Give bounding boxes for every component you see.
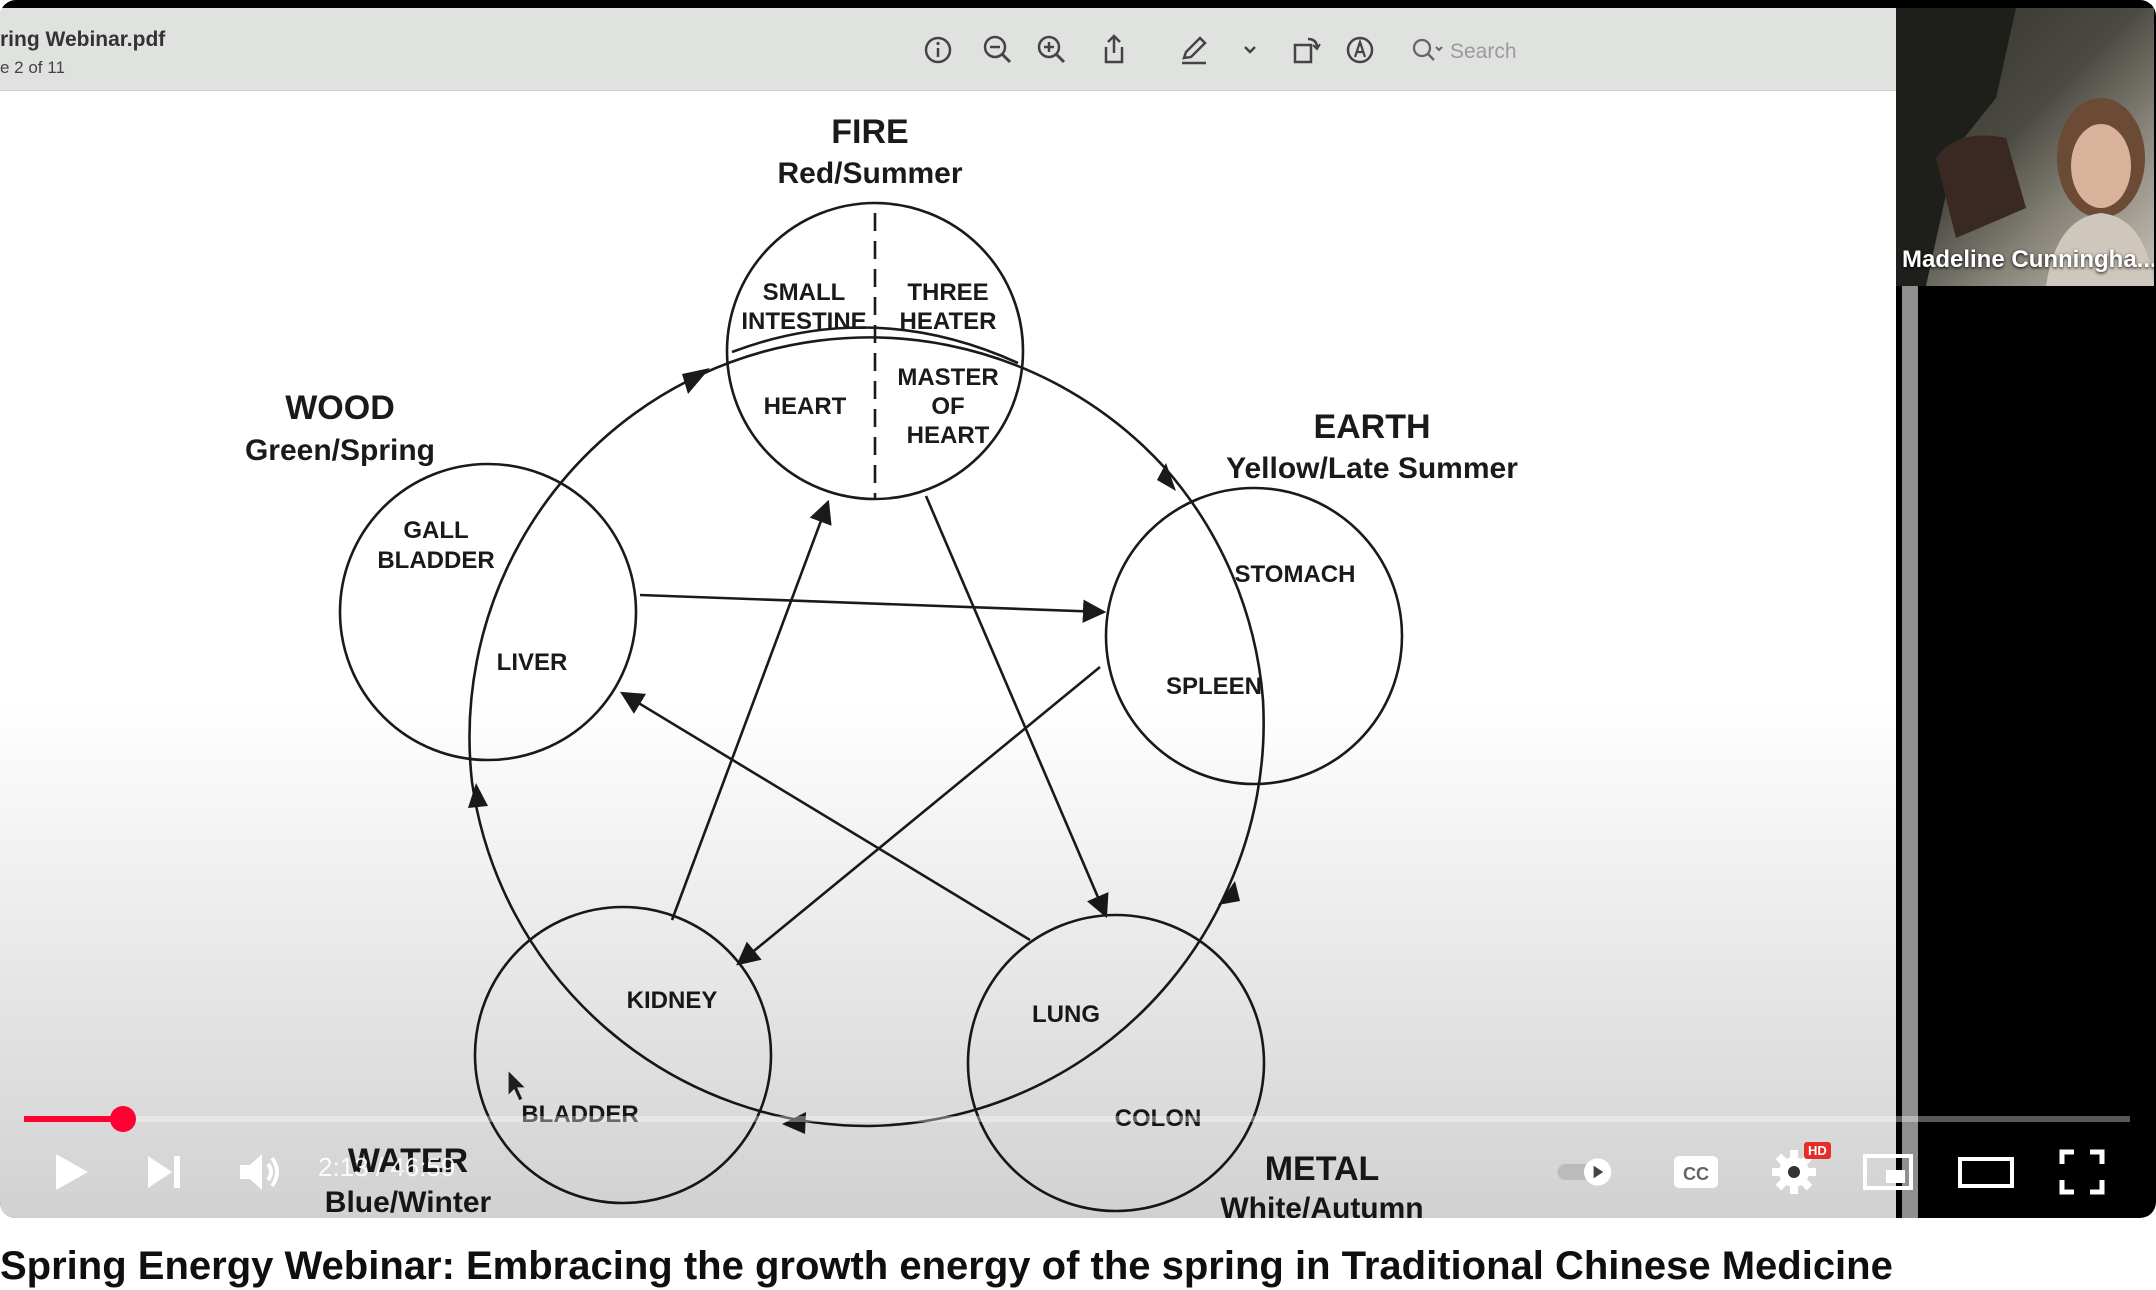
pdf-search-field[interactable]: Search (1406, 34, 1556, 68)
arrow-metal-to-wood (619, 691, 1031, 942)
organ-kidney: KIDNEY (627, 987, 718, 1014)
play-button[interactable] (38, 1140, 102, 1204)
fire-season: Red/Summer (777, 157, 962, 190)
organ-three-heater-1: THREE (907, 279, 988, 306)
slide-scrollbar[interactable] (1902, 286, 1918, 1218)
zoom-out-icon[interactable] (978, 30, 1018, 70)
play-icon (56, 1154, 88, 1190)
organ-spleen: SPLEEN (1166, 673, 1262, 700)
next-icon (148, 1156, 180, 1188)
organ-gall-bladder-2: BLADDER (377, 547, 494, 574)
captions-button[interactable]: CC (1664, 1140, 1728, 1204)
settings-button[interactable] (1762, 1140, 1826, 1204)
water-label: WATER (348, 1142, 468, 1180)
video-player[interactable]: ring Webinar.pdf e 2 of 11 (0, 0, 2156, 1218)
cycle-arrow-fire-earth (1157, 463, 1176, 491)
svg-text:CC: CC (1683, 1164, 1709, 1184)
organ-liver: LIVER (497, 649, 568, 676)
cycle-arrow-water-wood (468, 783, 488, 808)
organ-colon: COLON (1115, 1105, 1202, 1132)
volume-button[interactable] (228, 1140, 292, 1204)
organ-small-intestine-1: SMALL (763, 279, 846, 306)
organ-stomach: STOMACH (1235, 561, 1356, 588)
fullscreen-button[interactable] (2050, 1140, 2114, 1204)
chevron-down-icon[interactable] (1230, 30, 1270, 70)
fire-inner-arc (731, 326, 1019, 365)
metal-label: METAL (1265, 1150, 1380, 1188)
cycle-arrow-earth-metal (1218, 881, 1240, 905)
metal-circle (966, 913, 1266, 1213)
earth-circle (1104, 486, 1404, 786)
info-icon[interactable] (918, 30, 958, 70)
time-display: 2:13 / 46:59 (318, 1152, 456, 1182)
organ-gall-bladder-1: GALL (403, 517, 468, 544)
video-title: Spring Energy Webinar: Embracing the gro… (0, 1244, 1893, 1288)
wood-circle (338, 462, 638, 762)
pdf-toolbar: ring Webinar.pdf e 2 of 11 (0, 8, 1896, 91)
fire-label: FIRE (831, 113, 908, 151)
generating-cycle-circle (468, 336, 1265, 1128)
five-elements-diagram: FIRE Red/Summer EARTH Yellow/Late Summer… (245, 113, 1518, 1218)
arrow-fire-to-metal (924, 495, 1109, 919)
share-icon[interactable] (1094, 30, 1134, 70)
metal-season: White/Autumn (1220, 1192, 1423, 1218)
hd-badge: HD (1804, 1142, 1831, 1159)
water-season: Blue/Winter (325, 1186, 492, 1218)
participant-name: Madeline Cunningha... (1902, 246, 2154, 273)
progress-scrubber[interactable] (109, 1106, 136, 1132)
organ-lung: LUNG (1032, 1001, 1100, 1028)
participant-video (1896, 8, 2154, 286)
organ-water-bladder: BLADDER (521, 1101, 638, 1128)
fire-circle (725, 201, 1025, 501)
theater-mode-icon (1958, 1157, 2014, 1188)
arrow-wood-to-earth (639, 593, 1107, 623)
fullscreen-icon (2059, 1149, 2105, 1195)
water-circle (473, 905, 773, 1205)
markup-circle-icon[interactable] (1340, 30, 1380, 70)
arrow-earth-to-water (736, 665, 1101, 966)
pdf-document-title: ring Webinar.pdf (0, 28, 166, 51)
progress-bar-played (24, 1116, 123, 1122)
settings-icon (1772, 1150, 1816, 1194)
organ-small-intestine-2: INTESTINE (741, 308, 866, 335)
autoplay-toggle-icon (1557, 1158, 1612, 1186)
pdf-page-indicator: e 2 of 11 (0, 58, 65, 77)
volume-icon (240, 1154, 279, 1190)
wood-season: Green/Spring (245, 434, 435, 467)
mouse-cursor-icon (507, 1068, 528, 1102)
organ-three-heater-2: HEATER (900, 308, 997, 335)
wood-label: WOOD (285, 389, 395, 427)
participant-webcam: Madeline Cunningha... (1896, 8, 2154, 286)
zoom-in-icon[interactable] (1032, 30, 1072, 70)
theater-mode-button[interactable] (1954, 1140, 2018, 1204)
captions-icon: CC (1674, 1156, 1718, 1188)
autoplay-toggle[interactable] (1556, 1140, 1636, 1204)
pdf-search-placeholder: Search (1450, 40, 1517, 63)
video-frame (0, 8, 1896, 1218)
cycle-arrow-metal-water (782, 1112, 806, 1134)
organ-master-of-heart-2: OF (931, 393, 964, 420)
organ-master-of-heart-1: MASTER (897, 364, 998, 391)
earth-season: Yellow/Late Summer (1226, 452, 1518, 485)
miniplayer-button[interactable] (1856, 1140, 1920, 1204)
organ-master-of-heart-3: HEART (907, 422, 990, 449)
miniplayer-icon (1863, 1154, 1913, 1190)
rotate-icon[interactable] (1286, 30, 1326, 70)
cycle-arrow-wood-fire (682, 368, 710, 394)
earth-label: EARTH (1313, 408, 1430, 446)
arrow-water-to-fire (670, 499, 832, 921)
next-button[interactable] (132, 1140, 196, 1204)
search-icon (1406, 31, 1446, 71)
progress-bar[interactable] (24, 1116, 2130, 1122)
markup-pen-icon[interactable] (1174, 30, 1214, 70)
organ-heart: HEART (764, 393, 847, 420)
